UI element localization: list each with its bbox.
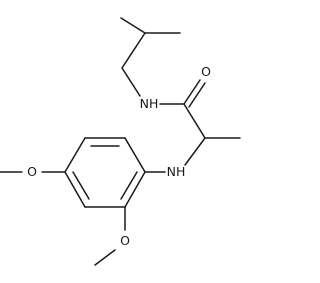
ring-bond-3 xyxy=(64,137,86,173)
amine-nh-label: NH xyxy=(167,164,186,179)
ring-inner-double-3 xyxy=(120,171,138,200)
carbonyl-oxygen-label: O xyxy=(201,64,211,79)
ring-bond-1 xyxy=(124,137,146,173)
ring-inner-double-2 xyxy=(72,171,90,200)
bond-carbonyl-double-2 xyxy=(188,82,206,108)
bond-isobutyl-ch-ch2 xyxy=(121,32,146,69)
bond-alpha-nh xyxy=(184,137,206,166)
molecule-diagram: O NH NH O O xyxy=(0,17,241,266)
ring-bond-6 xyxy=(124,171,146,208)
amide-nh-label: NH xyxy=(140,96,159,111)
methoxy-left-oxygen-label: O xyxy=(27,164,37,179)
bond-ch2-nh xyxy=(121,67,141,97)
bond-methoxy-bottom-methyl xyxy=(94,249,116,266)
bond-carbonyl-double-1 xyxy=(183,79,201,105)
bond-carbonyl-alpha xyxy=(183,103,206,139)
ring-bond-4 xyxy=(64,171,86,208)
methoxy-bottom-oxygen-label: O xyxy=(120,233,130,248)
bond-isobutyl-methyl-left xyxy=(120,17,146,34)
